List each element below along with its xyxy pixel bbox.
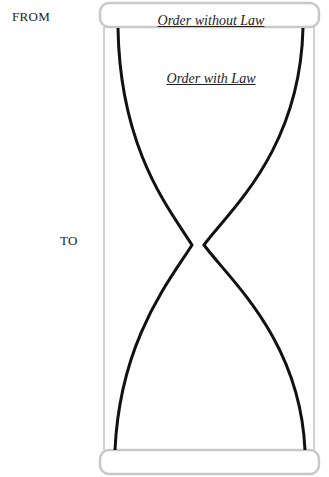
glass-left-curve [115, 28, 192, 450]
stage-label: Order without Law [158, 13, 265, 29]
to-label: TO [60, 233, 78, 249]
left-rail [103, 27, 105, 450]
stage-label: Order with Law [167, 71, 256, 87]
from-label: FROM [12, 9, 50, 25]
glass-right-curve [204, 28, 305, 450]
bottom-cap [100, 450, 319, 474]
right-rail [313, 27, 315, 450]
